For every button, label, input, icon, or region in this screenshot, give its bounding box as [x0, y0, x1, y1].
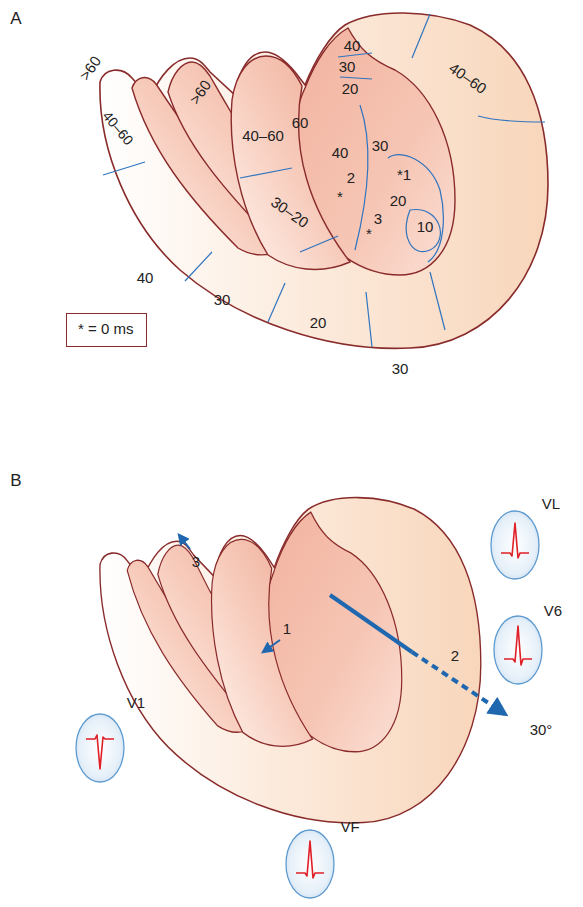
ecg-trace [86, 735, 114, 769]
isochrone-time: 10 [417, 219, 434, 234]
lead-ellipse [76, 714, 124, 782]
isochrone-time: 2 [347, 170, 355, 185]
legend-box: * = 0 ms [66, 313, 147, 347]
lead-name: VF [340, 819, 359, 834]
lead-ellipse [75, 713, 125, 783]
activation-vectors [179, 535, 505, 714]
lead-name: V6 [544, 603, 562, 618]
vector-number: 3 [192, 554, 200, 569]
lead-ellipse [285, 829, 335, 899]
isochrone-time: 40 [332, 145, 349, 160]
ecg-trace [296, 841, 324, 878]
isochrone-time: 3 [374, 211, 382, 226]
isochrone-time: 20 [390, 193, 407, 208]
lead-name: VL [542, 496, 560, 511]
lead-ellipse [493, 615, 543, 685]
isochrone-time: 40–60 [242, 128, 284, 143]
isochrone-time: 30 [392, 361, 409, 376]
isochrone-time: 20 [342, 81, 359, 96]
isochrone-time: 30 [339, 59, 356, 74]
lead-ellipse [491, 511, 539, 579]
isochrone-lines [103, 14, 545, 347]
isochrone-time: 30 [372, 138, 389, 153]
lead-ellipse [286, 830, 334, 898]
isochrone-time: 60 [292, 115, 309, 130]
lead-ecg: V6 [493, 615, 543, 685]
lead-ecg: V1 [75, 713, 125, 783]
isochrone-time: 40 [344, 38, 361, 53]
axis-angle: 30° [530, 722, 553, 737]
panel-letter: B [10, 472, 21, 489]
heart-section [100, 13, 548, 348]
lead-ecg: VF [285, 829, 335, 899]
isochrone-time: 40 [137, 270, 154, 285]
vector-number: 2 [451, 648, 459, 663]
lead-ellipse [490, 510, 540, 580]
legend-text: * = 0 ms [78, 321, 135, 338]
isochrone-time: 20 [310, 315, 327, 330]
isochrone-time: 30 [214, 292, 231, 307]
vector-number: 1 [283, 621, 291, 636]
lead-name: V1 [127, 695, 145, 710]
onset-marker: * [366, 226, 372, 241]
onset-marker: * [337, 189, 343, 204]
isochrone-time: >60 [77, 53, 104, 82]
ecg-trace [501, 523, 529, 558]
lead-ellipse [494, 616, 542, 684]
lead-ecg: VL [490, 510, 540, 580]
ecg-trace [504, 626, 532, 665]
panel-letter: A [10, 10, 21, 27]
isochrone-time: *1 [397, 167, 411, 182]
